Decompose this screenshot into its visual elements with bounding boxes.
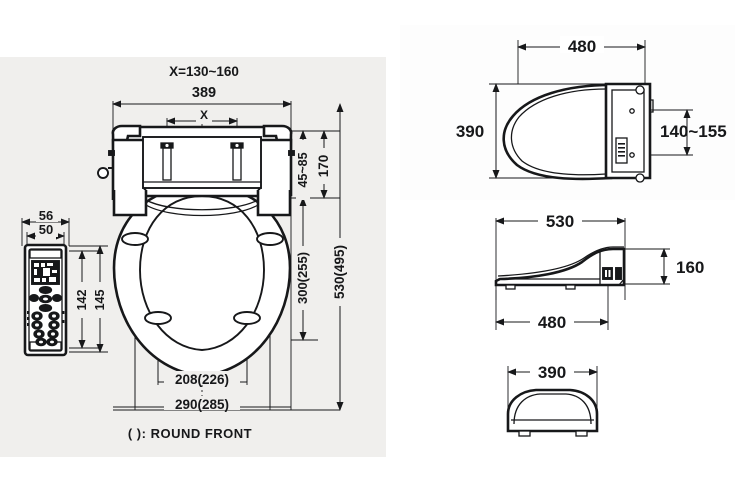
hinge-foot-right [256,190,292,217]
lid-hinge-curve-2 [145,204,259,217]
right-hinge-notch-bottom [635,173,645,183]
label-round-front: ( ): ROUND FRONT [128,426,252,441]
front-view-group [506,366,599,437]
side-connector-small [615,267,622,280]
front-foot-right [575,430,588,437]
label-depth-300: 300(255) [295,252,310,304]
label-390-front: 390 [538,363,566,382]
control-panel-dpad [28,285,63,313]
label-cp-56: 56 [39,208,53,223]
right-mini-panel-bars [618,143,625,157]
front-top-view-group [489,40,693,183]
hinge-right-body [257,138,293,197]
label-480-bottom: 480 [538,313,566,332]
control-panel-leds [27,311,65,326]
right-button-hole [629,108,635,114]
hinge-foot-left [112,190,148,217]
label-140-155: 140~155 [660,122,727,141]
mounting-bolt-left [160,142,174,181]
latch-left [108,150,115,156]
label-x: X [200,108,208,122]
right-side-tab [650,99,654,113]
label-x-range: X=130~160 [169,64,239,79]
label-depth-530: 530(495) [332,245,347,299]
label-530: 530 [546,212,574,231]
mounting-bolt-right [230,142,244,181]
label-width-389: 389 [192,85,216,101]
right-hinge-notch-top [635,85,645,95]
label-390-left: 390 [456,122,484,141]
control-panel-view-group [21,218,108,357]
side-knob-left [97,167,113,179]
side-foot-right [565,284,576,290]
bumper-bottom-left [144,311,172,325]
label-width-290: 290(285) [175,397,229,412]
label-cp-145: 145 [93,290,107,311]
right-seat-lid-inner [510,88,607,176]
side-foot-left [505,284,516,290]
label-160: 160 [676,258,704,277]
label-bolt-208: 208(226) [175,372,229,387]
right-button-hole-2 [629,152,635,158]
front-lid-inner [513,393,592,425]
side-body-profile [494,247,626,287]
label-gap-45-85: 45~85 [296,152,310,187]
label-cp-50: 50 [39,222,53,237]
side-corner-chamfer [618,278,625,286]
side-view-group [494,217,670,330]
seat-bowl-opening [139,195,265,351]
side-lid-top-edge [497,246,624,277]
lid-hinge-curve-1 [145,199,259,211]
bumper-bottom-right [233,311,261,325]
control-panel-buttons [31,311,60,347]
top-view-group [97,100,344,411]
latch-right [288,150,295,156]
front-foot-left [518,430,531,437]
side-connector-block [602,267,613,280]
label-depth-170: 170 [316,155,331,178]
right-drawing-panel [386,0,735,477]
control-panel-top-strip [29,249,62,259]
bumper-top-left [121,232,149,246]
label-cp-142: 142 [75,290,89,311]
lcd-glyphs [34,263,57,282]
label-480-top: 480 [568,37,596,56]
bumper-top-right [256,232,284,246]
front-body-outline [506,388,599,433]
right-mini-panel [615,137,628,164]
